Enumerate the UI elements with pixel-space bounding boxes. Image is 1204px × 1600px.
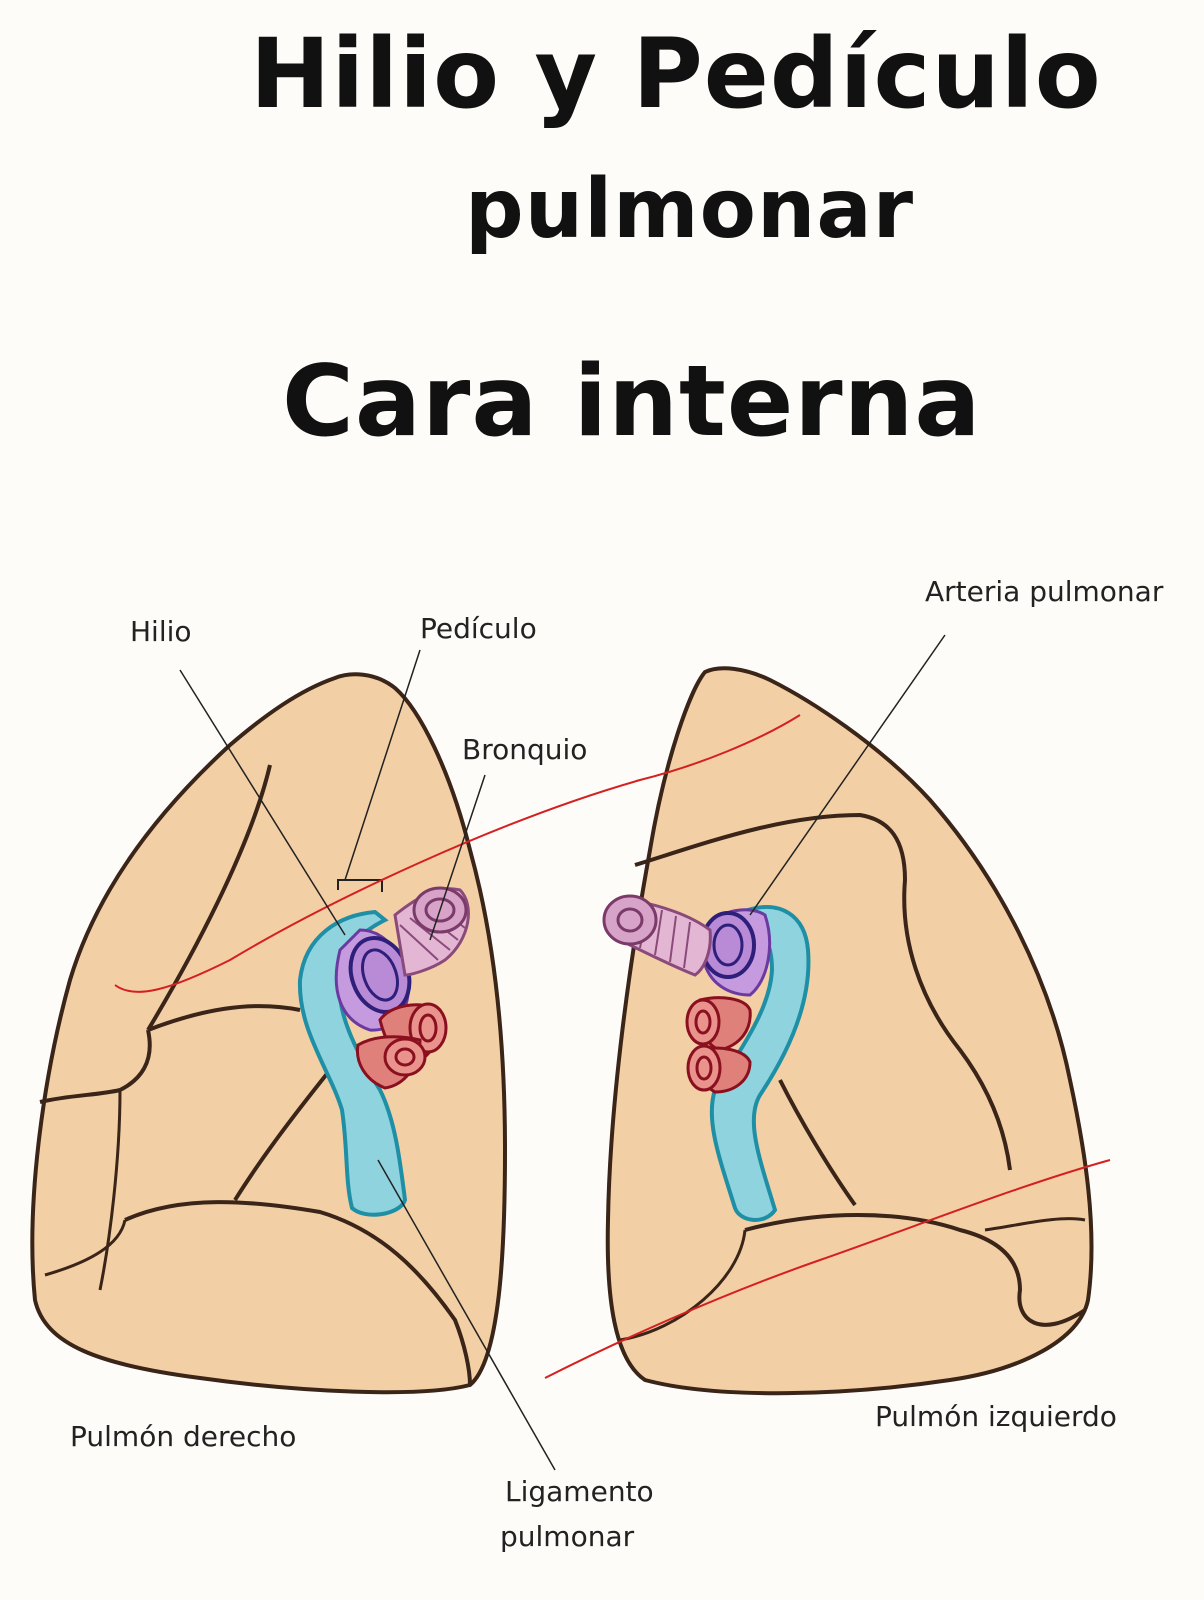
left-lung-outline bbox=[605, 666, 1094, 1396]
title-line-1: Hilio y Pedículo bbox=[250, 18, 1102, 130]
right-pulmonary-veins bbox=[355, 1002, 448, 1090]
leader-ligamento bbox=[377, 1159, 556, 1471]
left-pulmonary-ligament bbox=[709, 904, 811, 1222]
left-bronchus bbox=[602, 894, 712, 977]
left-lung bbox=[602, 666, 1094, 1396]
label-bronquio: Bronquio bbox=[462, 733, 588, 766]
left-pulmonary-veins bbox=[685, 996, 752, 1094]
title-line-3: Cara interna bbox=[282, 345, 982, 459]
red-line-lower bbox=[544, 1159, 1111, 1379]
label-pulmon-derecho: Pulmón derecho bbox=[70, 1420, 297, 1453]
label-hilio: Hilio bbox=[130, 615, 192, 648]
leader-bronquio bbox=[429, 774, 486, 941]
label-ligamento-line1: Ligamento bbox=[505, 1475, 654, 1508]
label-ligamento-line2: pulmonar bbox=[500, 1520, 635, 1553]
label-pulmon-izquierdo: Pulmón izquierdo bbox=[875, 1400, 1117, 1433]
left-pulmonary-artery bbox=[700, 908, 772, 997]
title-line-2: pulmonar bbox=[465, 162, 915, 257]
red-line-upper bbox=[114, 714, 801, 993]
leader-pediculo bbox=[344, 649, 421, 881]
label-pediculo: Pedículo bbox=[420, 612, 537, 645]
label-arteria-pulmonar: Arteria pulmonar bbox=[925, 575, 1164, 608]
leader-arteria bbox=[749, 634, 946, 916]
right-lung bbox=[30, 672, 508, 1395]
right-pulmonary-artery bbox=[334, 928, 412, 1032]
leader-hilio bbox=[179, 669, 346, 936]
